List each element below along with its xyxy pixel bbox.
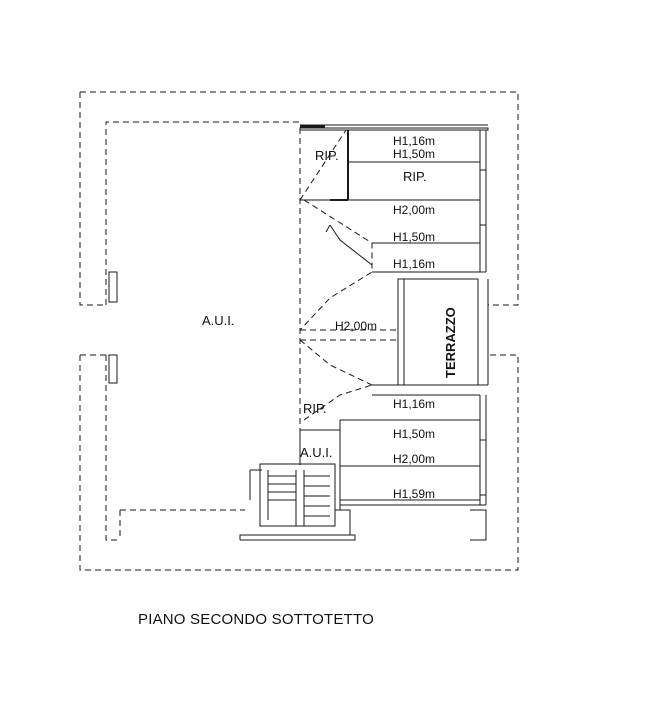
height-label: H1,16m — [393, 134, 435, 148]
height-label: H2,00m — [393, 203, 435, 217]
room-label-rip-lower: RIP. — [303, 401, 327, 416]
height-label: H1,50m — [393, 427, 435, 441]
height-label: H1,50m — [393, 230, 435, 244]
left-wall-stub — [108, 271, 118, 384]
height-label: H2,00m — [335, 319, 377, 333]
height-label: H1,16m — [393, 257, 435, 271]
height-label: H2,00m — [393, 452, 435, 466]
roof-slope-lines — [299, 129, 398, 421]
stairwell — [249, 429, 341, 527]
height-label: H1,59m — [393, 487, 435, 501]
height-label: H1,16m — [393, 397, 435, 411]
roof-outline — [79, 91, 519, 571]
room-label-aui-main: A.U.I. — [202, 313, 235, 328]
plan-caption: PIANO SECONDO SOTTOTETTO — [138, 611, 374, 628]
room-label-terrazzo: TERRAZZO — [443, 307, 458, 378]
height-label: H1,50m — [393, 147, 435, 161]
room-label-rip-top: RIP. — [315, 148, 339, 163]
room-label-rip-right: RIP. — [403, 169, 427, 184]
room-label-aui-small: A.U.I. — [300, 445, 333, 460]
aui-boundary — [105, 121, 301, 541]
